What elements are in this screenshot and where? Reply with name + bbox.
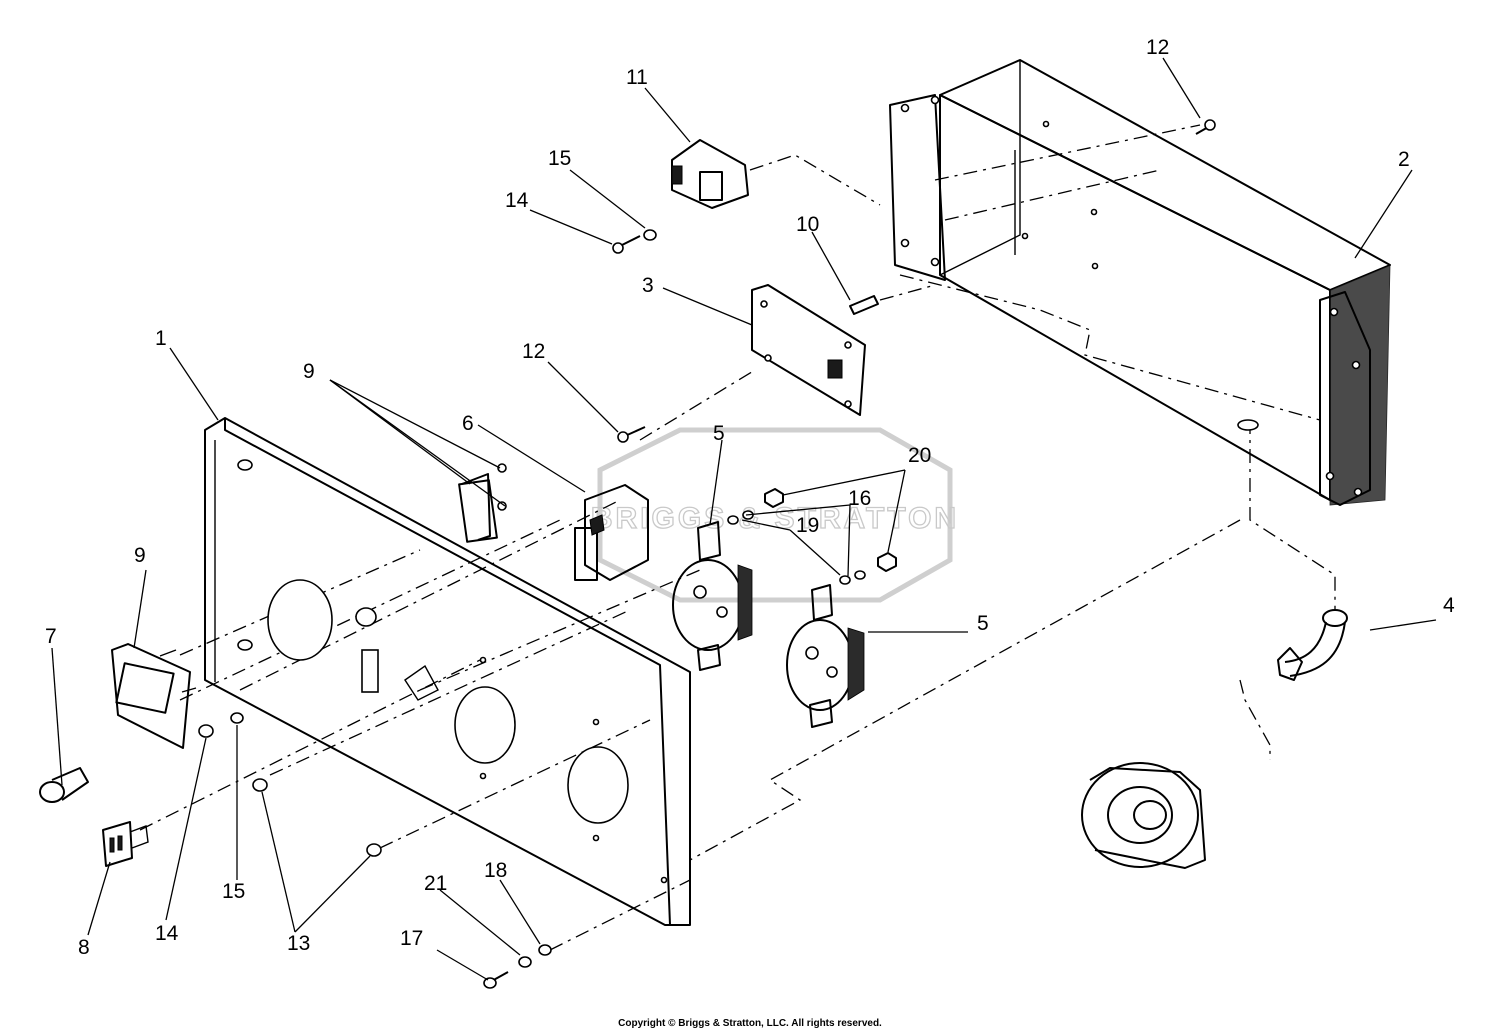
circuit-board-part-3 [751, 284, 866, 416]
callout-15-upper: 15 [548, 147, 571, 170]
washers-part-16-19 [727, 510, 866, 585]
screw-part-12-lower [617, 426, 646, 443]
callout-11: 11 [626, 66, 648, 89]
callout-20: 20 [908, 444, 931, 467]
screw-part-14-lower [198, 724, 214, 738]
control-panel-part-1 [204, 417, 691, 926]
callout-16: 16 [848, 487, 871, 510]
callout-6: 6 [462, 412, 474, 435]
callout-5-upper: 5 [713, 422, 725, 445]
callout-8: 8 [78, 936, 90, 959]
rivets-part-13 [252, 778, 382, 857]
callout-13: 13 [287, 932, 310, 955]
callout-19: 19 [796, 514, 819, 537]
callout-10: 10 [796, 213, 819, 236]
washer-part-15-lower [230, 712, 244, 724]
copyright-notice: Copyright © Briggs & Stratton, LLC. All … [618, 1018, 882, 1029]
callout-4: 4 [1443, 594, 1455, 617]
callout-17: 17 [400, 927, 423, 950]
callout-12-lower: 12 [522, 340, 545, 363]
cable-part-4 [1277, 609, 1348, 681]
connector-part-11 [671, 139, 749, 209]
stud-part-10 [849, 295, 879, 315]
callout-7: 7 [45, 625, 57, 648]
washers-part-18-21 [518, 944, 552, 968]
callout-9-meter: 9 [134, 544, 146, 567]
callout-labels: 1 2 3 4 5 5 6 7 8 9 9 10 11 12 12 13 14 … [45, 36, 1455, 959]
callout-5-lower: 5 [977, 612, 989, 635]
screw-part-14-upper [612, 235, 641, 254]
bracket-part-9 [461, 463, 507, 541]
callout-9-bracket: 9 [303, 360, 315, 383]
callout-18: 18 [484, 859, 507, 882]
circuit-breaker-part-6 [574, 484, 649, 581]
callout-15-lower: 15 [222, 880, 245, 903]
washer-part-15-upper [643, 229, 657, 241]
screw-part-12-upper [1195, 119, 1216, 135]
callout-12-upper: 12 [1146, 36, 1169, 59]
fasteners [198, 119, 1216, 989]
briggs-stratton-watermark: BRIGGS & STRATTON [590, 427, 957, 603]
switch-part-8 [102, 821, 149, 867]
receptacle-part-5-upper [672, 521, 753, 671]
receptacle-part-5-lower [786, 584, 865, 728]
callout-21: 21 [424, 872, 447, 895]
meter-part-9 [111, 643, 197, 749]
nuts-part-20 [764, 488, 897, 572]
callout-14-upper: 14 [505, 189, 529, 212]
alternator-housing [1081, 762, 1206, 869]
callout-14-lower: 14 [155, 922, 179, 945]
screw-part-17 [483, 971, 509, 989]
callout-3: 3 [642, 274, 654, 297]
callout-1: 1 [155, 327, 167, 350]
indicator-lamp-part-7 [39, 767, 89, 803]
assembly-lines [139, 124, 1336, 951]
rear-housing-part-2 [889, 59, 1391, 506]
leader-lines [51, 57, 1437, 981]
callout-2: 2 [1398, 148, 1410, 171]
